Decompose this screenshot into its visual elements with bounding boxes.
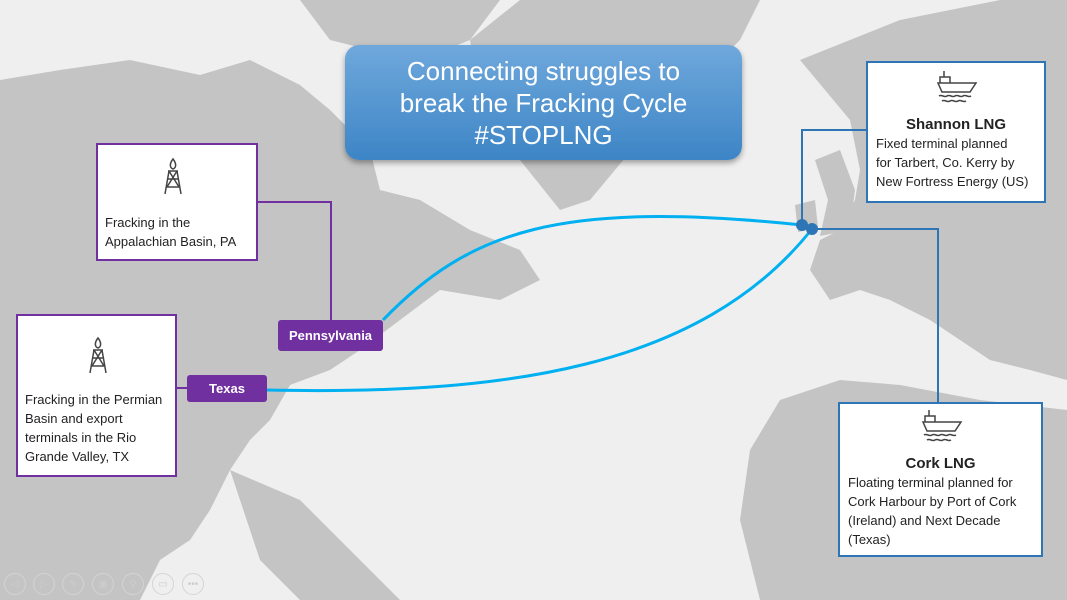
zoom-icon: ⚲ — [129, 578, 137, 590]
slide-title: Connecting struggles to break the Fracki… — [345, 45, 742, 160]
shannon-text-3: New Fortress Energy (US) — [876, 174, 1029, 189]
see-all-slides-button[interactable]: ▣ — [92, 573, 114, 595]
appalachian-box: Fracking in the Appalachian Basin, PA — [96, 143, 258, 261]
cork-connector — [812, 228, 939, 402]
subtitles-icon: ▭ — [158, 578, 168, 590]
previous-slide-button[interactable]: ◁ — [4, 573, 26, 595]
cork-text-1: Floating terminal planned for — [848, 475, 1013, 490]
cork-text-4: (Texas) — [848, 532, 891, 547]
permian-text-3: terminals in the Rio — [25, 430, 137, 445]
lng-ship-icon — [921, 410, 963, 442]
cork-marker — [806, 223, 818, 235]
slides-icon: ▣ — [98, 578, 108, 590]
gas-flare-tower-icon — [164, 157, 182, 195]
route-pennsylvania-shannon — [381, 215, 803, 322]
lng-ship-icon — [936, 71, 978, 103]
permian-text-4: Grande Valley, TX — [25, 449, 130, 464]
gas-flare-tower-icon — [89, 336, 107, 374]
cork-text-2: Cork Harbour by Port of Cork — [848, 494, 1017, 509]
pen-icon: ✎ — [68, 578, 78, 590]
shannon-marker — [796, 219, 808, 231]
pen-button[interactable]: ✎ — [62, 573, 84, 595]
permian-text-2: Basin and export — [25, 411, 123, 426]
more-icon: ••• — [187, 578, 199, 590]
shannon-text-2: for Tarbert, Co. Kerry by — [876, 155, 1015, 170]
cork-heading: Cork LNG — [905, 455, 976, 472]
shannon-heading: Shannon LNG — [906, 116, 1006, 133]
central-america-land — [230, 470, 400, 600]
texas-label: Texas — [187, 375, 267, 402]
route-texas-cork — [266, 228, 814, 393]
permian-box: Fracking in the Permian Basin and export… — [16, 314, 177, 477]
subtitles-button[interactable]: ▭ — [152, 573, 174, 595]
zoom-button[interactable]: ⚲ — [122, 573, 144, 595]
next-icon: ▷ — [40, 578, 48, 590]
title-line-2: break the Fracking Cycle — [399, 87, 688, 118]
title-line-1: Connecting struggles to — [406, 55, 681, 86]
pennsylvania-label: Pennsylvania — [278, 320, 383, 351]
uk-land — [815, 150, 855, 236]
shannon-connector — [801, 129, 866, 225]
shannon-text-1: Fixed terminal planned — [876, 136, 1008, 151]
appalachian-connector — [258, 201, 332, 320]
title-hashtag: #STOPLNG — [474, 119, 613, 150]
appalachian-text-2: Appalachian Basin, PA — [105, 234, 237, 249]
more-options-button[interactable]: ••• — [182, 573, 204, 595]
cork-text-3: (Ireland) and Next Decade — [848, 513, 1001, 528]
shannon-box: Shannon LNG Fixed terminal planned for T… — [866, 61, 1046, 203]
permian-text-1: Fracking in the Permian — [25, 392, 163, 407]
appalachian-text-1: Fracking in the — [105, 215, 191, 230]
previous-icon: ◁ — [11, 578, 19, 590]
cork-box: Cork LNG Floating terminal planned for C… — [838, 402, 1043, 557]
next-slide-button[interactable]: ▷ — [33, 573, 55, 595]
